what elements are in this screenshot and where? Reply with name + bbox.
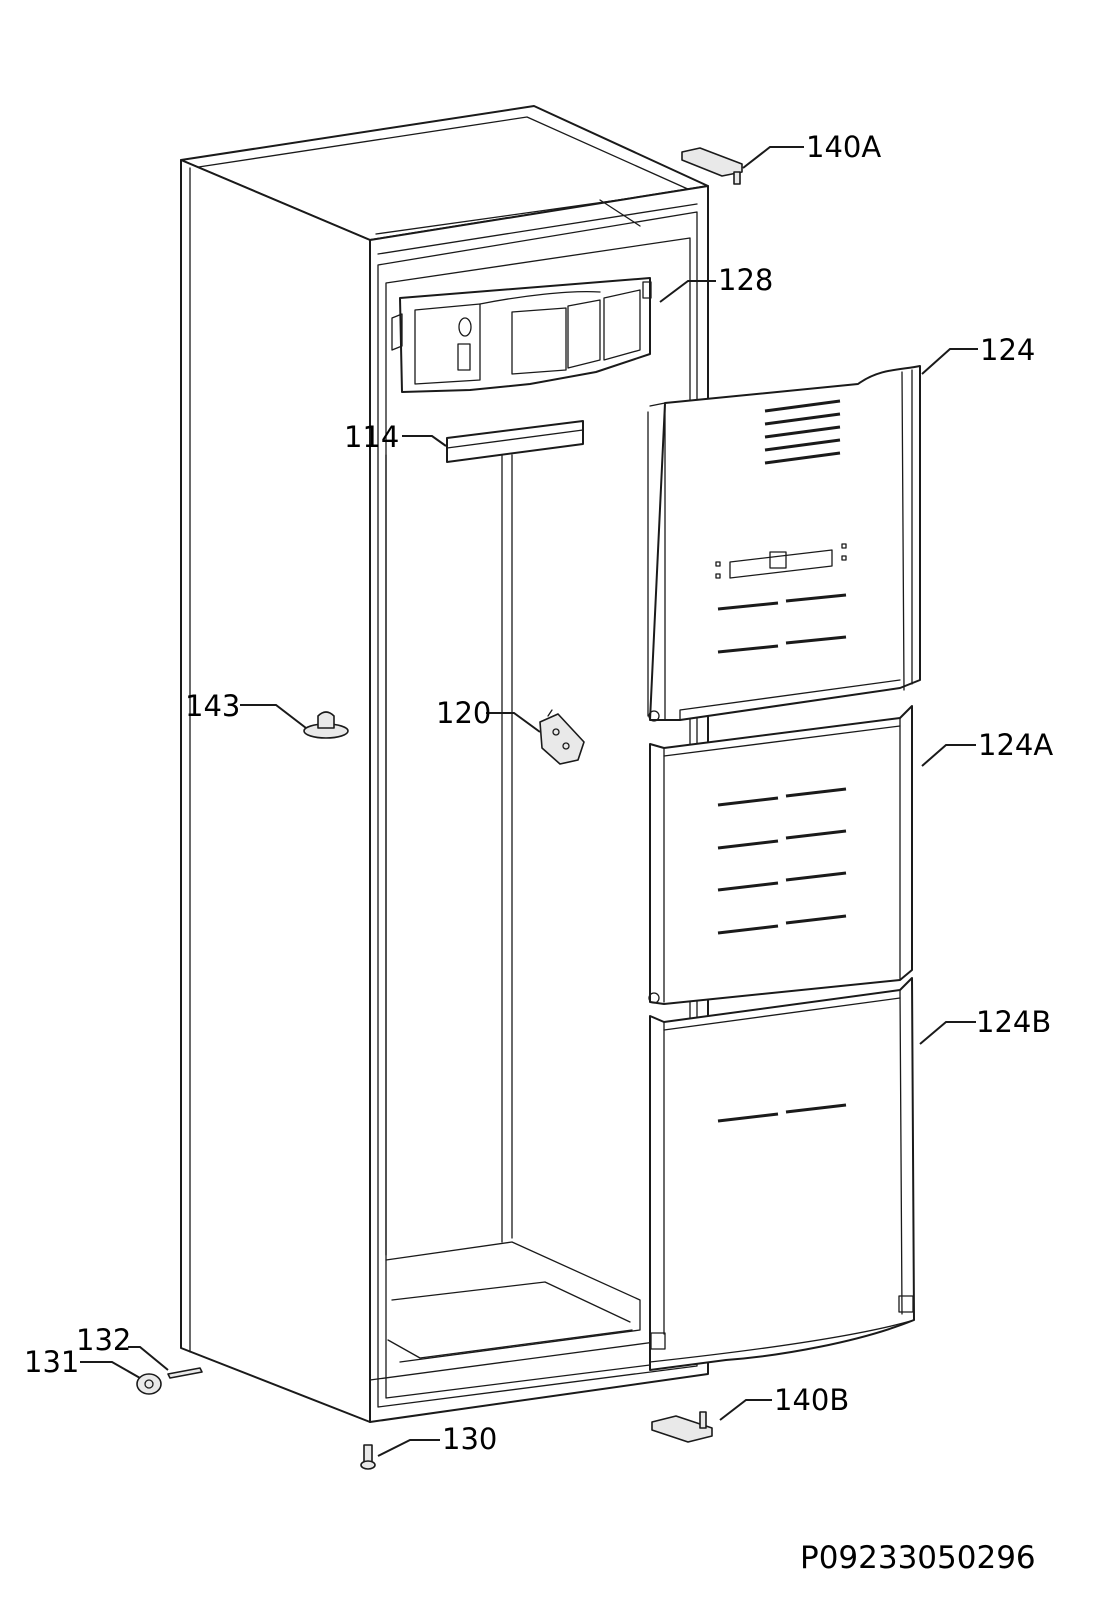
callout-124a: 124A <box>978 728 1053 762</box>
wheel-131 <box>136 1373 162 1395</box>
cabinet <box>180 105 709 1423</box>
callout-labels: 140A 128 124 114 143 120 124A 124B 132 1… <box>24 130 1053 1456</box>
door-124b <box>649 977 915 1371</box>
callout-114: 114 <box>344 420 399 454</box>
control-housing-128 <box>391 277 652 393</box>
callout-130: 130 <box>442 1422 497 1456</box>
hinge-140b <box>651 1411 713 1443</box>
callout-124: 124 <box>980 333 1035 367</box>
foot-130 <box>360 1444 376 1470</box>
axle-132 <box>167 1367 203 1379</box>
drawing-code: P09233050296 <box>800 1540 1036 1576</box>
plug-143 <box>303 711 349 739</box>
cover-strip-114 <box>446 420 584 463</box>
callout-120: 120 <box>436 696 491 730</box>
callout-143: 143 <box>185 689 240 723</box>
callout-140b: 140B <box>774 1383 849 1417</box>
callout-124b: 124B <box>976 1005 1051 1039</box>
bracket-120 <box>539 709 585 765</box>
door-124a <box>648 705 913 1005</box>
callout-131: 131 <box>24 1345 79 1379</box>
hinge-140a <box>681 147 743 185</box>
callout-128: 128 <box>718 263 773 297</box>
callout-140a: 140A <box>806 130 881 164</box>
leader-lines <box>80 146 978 1457</box>
door-124 <box>647 365 921 722</box>
callout-132: 132 <box>76 1323 131 1357</box>
